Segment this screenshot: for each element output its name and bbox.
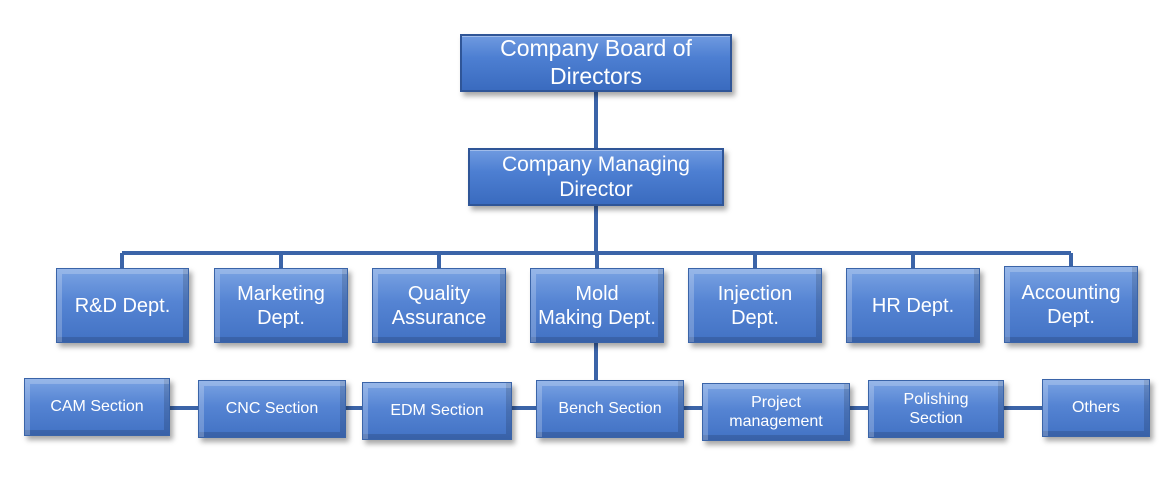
section-box-cam: CAM Section [24, 378, 170, 436]
section-box-polishing: Polishing Section [868, 380, 1004, 438]
dept-box-mold-making: Mold Making Dept. [530, 268, 664, 343]
board-of-directors-box: Company Board of Directors [460, 34, 732, 92]
dept-box-hr: HR Dept. [846, 268, 980, 343]
dept-box-quality-assurance: Quality Assurance [372, 268, 506, 343]
section-box-bench: Bench Section [536, 380, 684, 438]
dept-box-rd: R&D Dept. [56, 268, 189, 343]
section-box-project-management: Project management [702, 383, 850, 441]
section-box-others: Others [1042, 379, 1150, 437]
managing-director-box: Company Managing Director [468, 148, 724, 206]
section-box-edm: EDM Section [362, 382, 512, 440]
dept-box-accounting: Accounting Dept. [1004, 266, 1138, 343]
dept-box-injection: Injection Dept. [688, 268, 822, 343]
dept-box-marketing: Marketing Dept. [214, 268, 348, 343]
section-box-cnc: CNC Section [198, 380, 346, 438]
